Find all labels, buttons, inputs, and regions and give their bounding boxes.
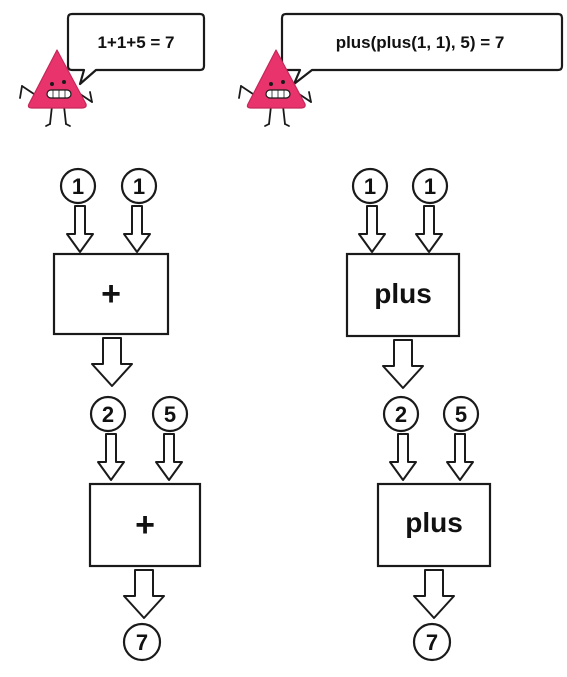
- operator-box-plus-2: plus: [376, 482, 492, 568]
- arrow-down-icon: [382, 339, 424, 389]
- speech-text-left: 1+1+5 = 7: [97, 33, 174, 52]
- input-node-1: 1: [351, 167, 389, 205]
- input-node-5: 5: [442, 395, 480, 433]
- operator-box-plus-2: +: [88, 482, 202, 568]
- input-node-1: 1: [59, 167, 97, 205]
- svg-text:1: 1: [364, 174, 376, 199]
- intermediate-node-2: 2: [382, 395, 420, 433]
- arrow-down-icon: [358, 205, 386, 253]
- svg-text:7: 7: [136, 630, 148, 655]
- arrow-down-icon: [415, 205, 443, 253]
- mascot-icon: [19, 49, 93, 127]
- svg-text:2: 2: [395, 402, 407, 427]
- svg-text:+: +: [135, 506, 155, 544]
- arrow-down-icon: [91, 337, 133, 387]
- svg-text:7: 7: [426, 630, 438, 655]
- speech-bubble-right: plus(plus(1, 1), 5) = 7: [280, 12, 564, 86]
- arrow-down-icon: [123, 205, 151, 253]
- svg-text:1: 1: [424, 174, 436, 199]
- arrow-down-icon: [389, 433, 417, 481]
- mascot-icon: [238, 49, 312, 127]
- output-node-7: 7: [122, 622, 162, 662]
- intermediate-node-2: 2: [89, 395, 127, 433]
- input-node-5: 5: [151, 395, 189, 433]
- arrow-down-icon: [446, 433, 474, 481]
- input-node-2: 1: [411, 167, 449, 205]
- svg-text:+: +: [101, 275, 121, 313]
- operator-box-plus-1: plus: [345, 252, 461, 338]
- output-node-7: 7: [412, 622, 452, 662]
- arrow-down-icon: [155, 433, 183, 481]
- svg-text:plus: plus: [405, 507, 463, 538]
- arrow-down-icon: [66, 205, 94, 253]
- svg-text:1: 1: [133, 174, 145, 199]
- svg-text:plus: plus: [374, 278, 432, 309]
- speech-text-right: plus(plus(1, 1), 5) = 7: [336, 33, 505, 52]
- arrow-down-icon: [123, 569, 165, 619]
- svg-text:2: 2: [102, 402, 114, 427]
- speech-bubble-left: 1+1+5 = 7: [66, 12, 206, 86]
- svg-text:5: 5: [164, 402, 176, 427]
- arrow-down-icon: [97, 433, 125, 481]
- svg-text:5: 5: [455, 402, 467, 427]
- arrow-down-icon: [413, 569, 455, 619]
- input-node-2: 1: [120, 167, 158, 205]
- operator-box-plus-1: +: [52, 252, 170, 336]
- svg-text:1: 1: [72, 174, 84, 199]
